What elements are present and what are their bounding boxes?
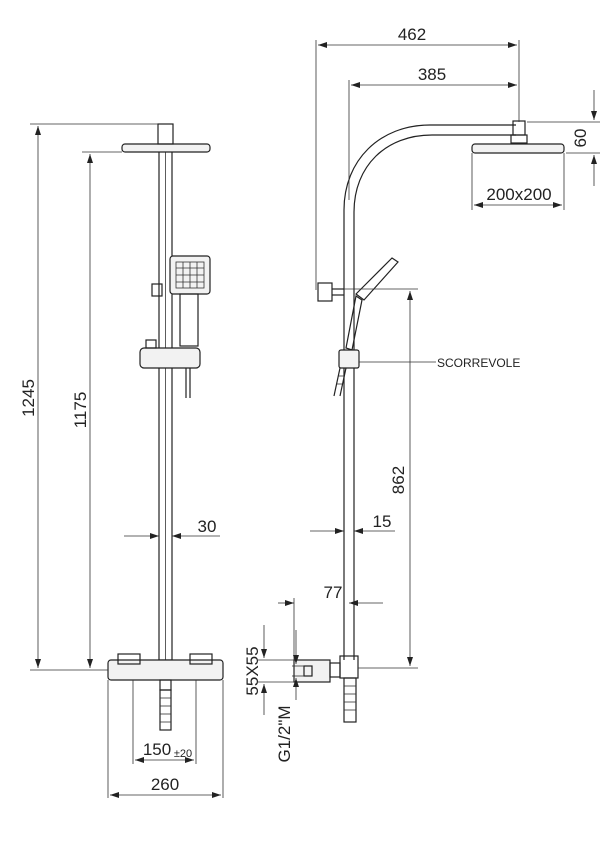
dim-head-thickness-label: 60	[571, 129, 590, 148]
dim-head-thickness: 60	[527, 90, 600, 186]
front-wall-clip	[151, 283, 163, 297]
dim-rail-height-label: 1175	[71, 392, 90, 429]
front-head-connector	[157, 123, 174, 145]
dim-head-arm-length: 462	[315, 25, 520, 290]
side-head-shower	[471, 143, 565, 154]
dim-total-height-label: 1245	[19, 379, 38, 417]
dim-valve-depth: 77	[278, 583, 383, 660]
dim-inlet-thread-label: G1/2"M	[275, 705, 294, 762]
front-slider	[139, 347, 201, 369]
front-view: 1245 1175 30 150 ±20 260	[19, 123, 224, 798]
dim-tube-diameter: 15	[310, 512, 395, 534]
dim-head-offset: 385	[348, 65, 517, 200]
dim-valve-depth-label: 77	[324, 583, 343, 602]
dim-rail-diameter-label: 30	[198, 517, 217, 536]
dim-rail-height: 1175	[71, 151, 122, 668]
dim-valve-width-label: 260	[151, 775, 179, 794]
dim-head-size-label: 200x200	[486, 185, 551, 204]
dim-valve-width: 260	[107, 680, 224, 798]
dim-inlet-thread: G1/2"M	[275, 630, 304, 763]
front-mixer-valve	[107, 659, 224, 681]
dim-slider-height: 862	[344, 288, 418, 669]
dim-inlet-spacing: 150 ±20	[132, 680, 197, 764]
dim-head-offset-label: 385	[418, 65, 446, 84]
dim-tube-diameter-label: 15	[373, 512, 392, 531]
dim-head-size: 200x200	[471, 153, 565, 210]
dim-rail-diameter: 30	[124, 517, 220, 539]
side-wall-bracket	[317, 282, 333, 302]
front-hand-shower-handle	[179, 293, 199, 347]
dim-inlet-tolerance-label: ±20	[174, 748, 192, 760]
side-slider	[338, 349, 360, 369]
side-view: 462 385 60 200x200 862	[243, 25, 600, 763]
side-inlet-hose	[343, 677, 357, 723]
side-valve-connector	[339, 655, 359, 679]
front-hand-shower-holes	[175, 261, 205, 289]
note-slider-label: SCORREVOLE	[437, 356, 520, 370]
side-head-connector	[512, 120, 526, 136]
dim-valve-body-label: 55X55	[243, 646, 262, 695]
dim-total-height: 1245	[19, 123, 158, 671]
note-slider: SCORREVOLE	[359, 356, 520, 370]
side-hose	[333, 367, 347, 397]
dim-head-arm-length-label: 462	[398, 25, 426, 44]
side-hand-shower-head	[355, 257, 399, 301]
front-inlet-hose	[159, 689, 172, 731]
dim-valve-body: 55X55	[243, 625, 294, 715]
side-rail	[343, 124, 516, 660]
dim-slider-height-label: 862	[389, 466, 408, 494]
front-head-shower	[121, 143, 211, 153]
dim-inlet-spacing-label: 150	[143, 740, 171, 759]
